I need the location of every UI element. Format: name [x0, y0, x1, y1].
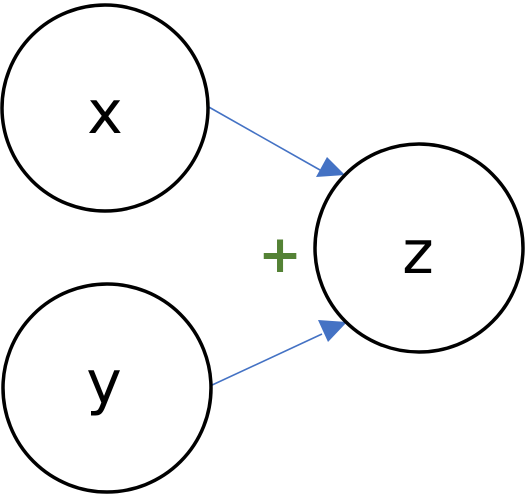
node-x: x: [0, 3, 210, 213]
arrowhead-y-to-z: [318, 320, 347, 342]
arrowhead-x-to-z: [316, 157, 345, 177]
node-x-label: x: [87, 78, 123, 148]
node-y: y: [1, 282, 213, 494]
node-y-label: y: [86, 348, 122, 418]
edge-y-to-z: [209, 320, 347, 387]
edge-x-to-z: [206, 105, 345, 177]
plus-operator: +: [258, 225, 302, 285]
node-z-label: z: [402, 218, 434, 288]
node-z: z: [313, 142, 525, 354]
